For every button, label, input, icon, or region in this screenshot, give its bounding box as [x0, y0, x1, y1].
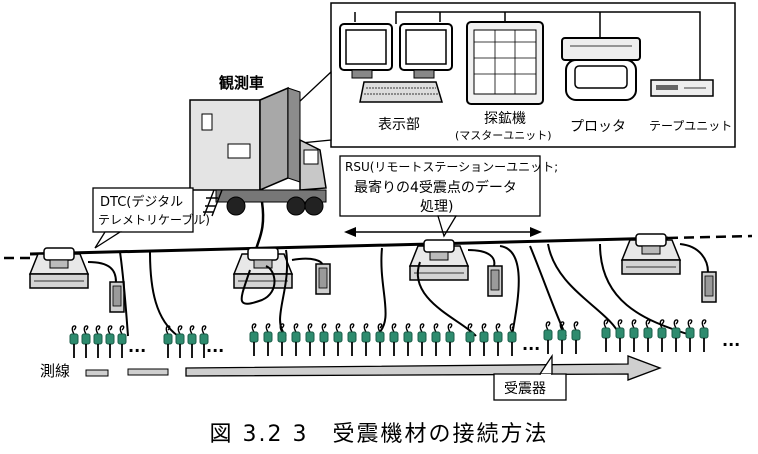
survey-line-arrow: [85, 355, 662, 381]
figure-caption: 図 3.2 3 受震機材の接続方法: [209, 422, 549, 447]
battery-icon: [109, 281, 125, 313]
geophone-icon: [571, 321, 581, 355]
ellipsis: ...: [206, 337, 224, 356]
rsu-label-line1: RSU(リモートステーションーユニット;: [345, 160, 559, 174]
master-unit-icon: [466, 21, 544, 105]
receiver-label-box: [493, 353, 567, 401]
keyboard-icon: [359, 81, 444, 103]
ellipsis: ...: [522, 335, 540, 354]
rsu-unit: [233, 247, 293, 289]
rsu-label-box: [339, 155, 541, 238]
geophone-icon: [81, 325, 91, 359]
battery-icon: [487, 265, 503, 297]
geophone-icon: [187, 325, 197, 359]
geophone-icon: [671, 319, 681, 353]
geophone-icon: [615, 319, 625, 353]
geophone-icon: [263, 323, 273, 357]
geophone-strings: [69, 319, 709, 359]
plotter-label: プロッタ: [570, 119, 626, 135]
geophone-icon: [507, 323, 517, 357]
battery-icon: [701, 271, 717, 303]
geophone-icon: [105, 325, 115, 359]
geophone-icon: [389, 323, 399, 357]
receiver-label: 受震器: [504, 381, 546, 397]
geophone-icon: [333, 323, 343, 357]
geophone-icon: [291, 323, 301, 357]
geophone-icon: [305, 323, 315, 357]
rsu-span-arrow: [344, 227, 542, 237]
tape-unit-icon: [650, 79, 714, 97]
geophone-icon: [347, 323, 357, 357]
geophone-icon: [643, 319, 653, 353]
geophone-icon: [117, 325, 127, 359]
geophone-icon: [685, 319, 695, 353]
geophone-icon: [699, 319, 709, 353]
geophone-icon: [601, 319, 611, 353]
rsu-unit: [621, 233, 681, 275]
equipment-panel: [330, 2, 736, 148]
survey-line-label: 測線: [40, 362, 71, 380]
geophone-icon: [69, 325, 79, 359]
geophone-icon: [417, 323, 427, 357]
geophone-icon: [629, 319, 639, 353]
vehicle-label: 観測車: [219, 74, 265, 92]
explorer-label: 探鉱機: [484, 111, 526, 127]
display-label: 表示部: [378, 117, 420, 133]
battery-icon: [315, 263, 331, 295]
geophone-icon: [249, 323, 259, 357]
geophone-icon: [493, 323, 503, 357]
geophone-icon: [403, 323, 413, 357]
monitor-icon: [339, 23, 453, 79]
dtc-label-line2: テレメトリケーブル): [98, 213, 210, 227]
geophone-icon: [543, 321, 553, 355]
dtc-label-box: [92, 187, 194, 249]
geophone-icon: [431, 323, 441, 357]
spread-cables: [87, 243, 709, 337]
plotter-icon: [561, 37, 641, 101]
geophone-icon: [319, 323, 329, 357]
explorer-sub-label: (マスターユニット): [455, 129, 552, 142]
geophone-icon: [93, 325, 103, 359]
tape-unit-label: テープユニット: [649, 119, 733, 133]
observation-vehicle-icon: [189, 86, 327, 217]
rsu-unit: [29, 247, 89, 289]
rsu-label-line3: 処理): [420, 199, 454, 215]
geophone-icon: [479, 323, 489, 357]
ellipsis: ...: [722, 331, 740, 350]
ellipsis: ...: [128, 337, 146, 356]
rsu-label-line2: 最寄りの4受震点のデータ: [354, 180, 517, 196]
geophone-icon: [445, 323, 455, 357]
dtc-label-line1: DTC(デジタル: [100, 195, 184, 210]
geophone-icon: [175, 325, 185, 359]
geophone-icon: [361, 323, 371, 357]
